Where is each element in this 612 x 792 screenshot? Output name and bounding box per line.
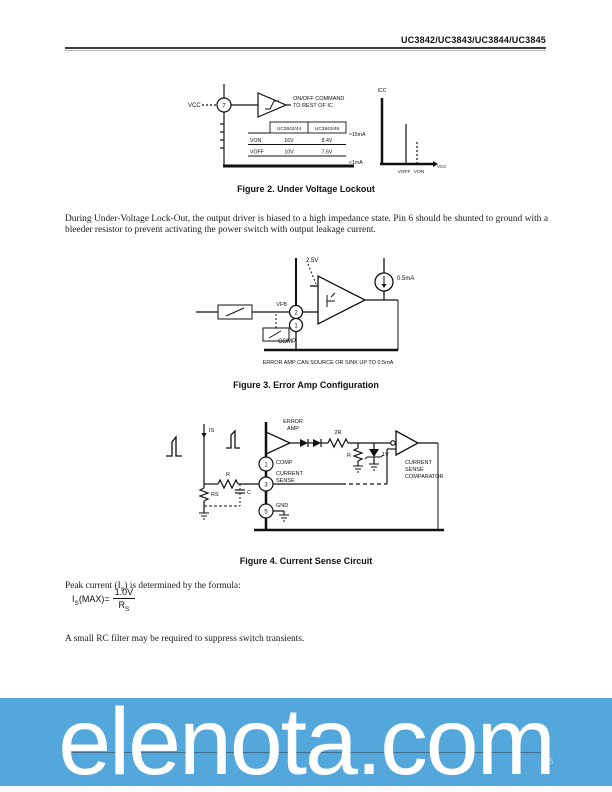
figure4-caption: Figure 4. Current Sense Circuit [239, 556, 373, 566]
error-amp-label-2: AMP [287, 426, 299, 432]
uvlo-note-line2: TO REST OF IC [293, 103, 333, 109]
vfb-pin-label: VFB [276, 302, 287, 308]
figure3-wiring [196, 258, 399, 352]
current-sense-pin-label-2: SENSE [276, 478, 295, 484]
footer-divider [65, 752, 547, 753]
error-amp-note: ERROR AMP CAN SOURCE OR SINK UP TO 0.5mA [263, 360, 394, 366]
pin5-number: 5 [264, 510, 268, 516]
table-col1-header: UC3842/44 [277, 126, 302, 132]
pin7-number: 7 [222, 104, 226, 110]
ref-voltage-label: 2.5V [306, 258, 318, 264]
pin3-number: 3 [264, 483, 268, 489]
comparator-label-2: SENSE [405, 467, 424, 473]
comp-pin-label: COMP [278, 339, 296, 345]
table-row1-param: VON [250, 138, 261, 144]
formula-denominator: RS [118, 600, 130, 613]
graph-y-label: ICC [378, 88, 387, 94]
table-row2-v2: 7.6V [322, 150, 333, 156]
resistor-2r-label: 2R [334, 430, 341, 436]
pin2-number: 2 [294, 311, 298, 317]
figure2-wiring [202, 84, 354, 168]
comp-pin-label: COMP [276, 460, 293, 466]
formula-fraction: 1.0V RS [112, 587, 136, 613]
peak-current-sentence: Peak current (IS) is determined by the f… [65, 581, 465, 595]
sense-resistor-label: RS [211, 492, 219, 498]
header-divider [65, 47, 546, 51]
filter-resistor-label: R [226, 472, 230, 478]
current-source-label: 0.5mA [397, 276, 414, 282]
peak-current-formula: IS(MAX)= 1.0V RS [72, 587, 136, 613]
error-amp-label-1: ERROR [283, 419, 303, 425]
figure2-caption: Figure 2. Under Voltage Lockout [237, 184, 375, 194]
graph-tick-von: VON [414, 169, 425, 175]
rc-filter-sentence: A small RC filter may be required to sup… [65, 634, 305, 645]
gnd-pin-label: GND [276, 503, 288, 509]
zener-1v-label: 1V [382, 452, 389, 458]
graph-tick-voff: VOFF [398, 169, 411, 175]
watermark-banner [0, 698, 612, 786]
figure4-current-sense-diagram: ERROR AMP 2R R 1V CURRENT SENSE COMPARAT… [166, 419, 444, 532]
graph-x-label: VCC [437, 164, 446, 169]
capacitor-label: C [247, 490, 251, 496]
formula-numerator: 1.0V [112, 587, 136, 599]
table-row2-v1: 10V [284, 150, 294, 156]
vcc-pin-label: VCC [188, 103, 201, 109]
page-number: 5 [549, 757, 554, 766]
comparator-label-3: COMPARATOR [405, 474, 444, 480]
uvlo-paragraph: During Under-Voltage Lock-Out, the outpu… [65, 214, 548, 236]
is-current-label: IS [209, 428, 215, 434]
table-row1-v1: 16V [284, 138, 294, 144]
table-row1-v2: 8.4V [322, 138, 333, 144]
page-title: UC3842/UC3843/UC3844/UC3845 [401, 35, 546, 45]
table-row2-param: VOFF [250, 150, 264, 156]
figure4-wiring [166, 422, 444, 532]
formula-lhs: IS(MAX)= [72, 593, 110, 607]
pin1-number: 1 [264, 463, 268, 469]
watermark-text: elenota.com [58, 688, 556, 792]
pin1-number: 1 [294, 324, 298, 330]
comparator-label-1: CURRENT [405, 460, 433, 466]
uvlo-supply-current-graph [380, 98, 438, 167]
current-sense-pin-label-1: CURRENT [276, 471, 304, 477]
annotation-startup-current: <1mA [349, 160, 363, 166]
annotation-operating-current: ≈15mA [349, 132, 366, 138]
table-col2-header: UC3843/45 [315, 126, 340, 132]
figure3-caption: Figure 3. Error Amp Configuration [233, 380, 379, 390]
peak-text-post: ) is determined by the formula: [124, 581, 241, 592]
resistor-r-divider-label: R [347, 453, 351, 459]
uvlo-note-line1: ON/OFF COMMAND [293, 96, 344, 102]
peak-text-sub: S [120, 586, 125, 594]
uvlo-threshold-table [248, 121, 347, 157]
peak-text-pre: Peak current (I [65, 581, 121, 592]
figure3-error-amp-diagram: 2.5V 0.5mA 2 VFB 1 COMP ERROR AMP CAN SO… [196, 258, 414, 366]
figure2-uvlo-diagram: VCC 7 ON/OFF COMMAND TO REST OF IC UC384… [188, 84, 446, 175]
